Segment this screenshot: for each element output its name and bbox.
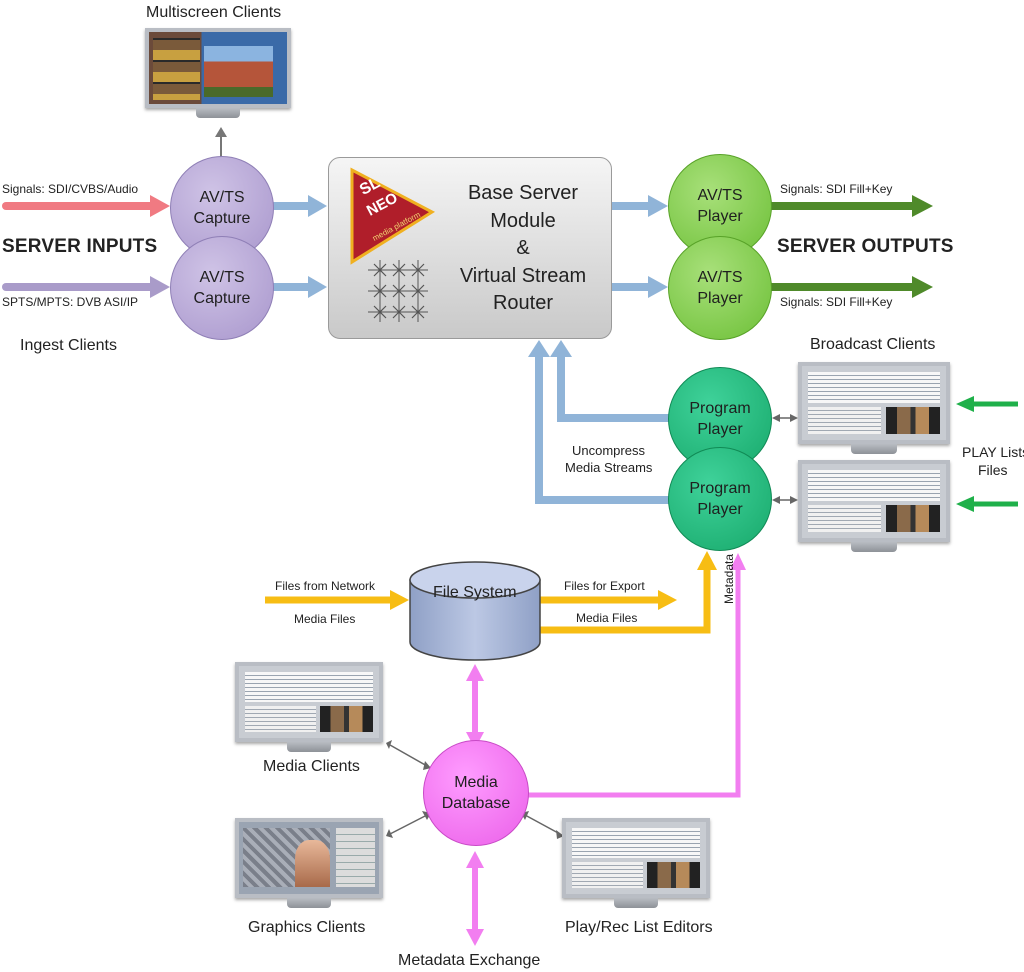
av-ts-capture-node-2: AV/TS Capture: [170, 236, 274, 340]
arrow-capture1-to-server: [273, 195, 327, 217]
broadcast-clients-label: Broadcast Clients: [810, 336, 936, 353]
multiscreen-clients-label: Multiscreen Clients: [146, 4, 282, 21]
server-title-line: Base Server: [467, 182, 579, 204]
server-title-line: &: [516, 237, 530, 259]
ingest-clients-label: Ingest Clients: [20, 337, 117, 354]
arrow-playlist-1: [956, 396, 1018, 412]
files-for-export-label: Files for Export: [564, 579, 645, 593]
arrow-metadata-to-program: [527, 553, 746, 798]
signals-out-1-label: Signals: SDI Fill+Key: [780, 182, 893, 196]
arrow-output-2: [771, 276, 933, 298]
arrow-server-to-player1: [612, 195, 668, 217]
sl-neo-logo: [350, 167, 436, 265]
arrow-capture-to-multiscreen: [215, 127, 227, 157]
play-rec-editors-label: Play/Rec List Editors: [565, 919, 713, 936]
arrow-output-1: [771, 195, 933, 217]
av-ts-player-node-2: AV/TS Player: [668, 236, 772, 340]
arrow-media-files-to-program: [540, 551, 717, 634]
arrow-filesystem-database: [466, 664, 484, 749]
play-rec-editors-monitor: [562, 818, 710, 908]
server-inputs-label: SERVER INPUTS: [2, 236, 158, 257]
node-label: Player: [697, 290, 743, 307]
arrow-metadata-exchange: [466, 851, 484, 946]
arrow-database-graphics-clients: [386, 811, 431, 838]
arrow-files-for-export: [540, 590, 677, 610]
router-grid-icon: [368, 260, 428, 322]
node-label: Database: [441, 795, 511, 812]
signals-in-2-label: SPTS/MPTS: DVB ASI/IP: [2, 295, 139, 309]
arrow-input-sdi: [2, 195, 170, 217]
metadata-label: Metadata: [722, 553, 736, 604]
files-label: Files: [978, 462, 1008, 478]
server-title-line: Virtual Stream: [459, 264, 587, 287]
arrow-capture2-to-server: [273, 276, 327, 298]
graphics-clients-label: Graphics Clients: [248, 919, 366, 936]
node-label: Player: [697, 501, 743, 518]
node-label: AV/TS: [697, 187, 743, 204]
signals-out-2-label: Signals: SDI Fill+Key: [780, 295, 893, 309]
node-label: Player: [697, 421, 743, 438]
arrow-program1-to-server: [550, 340, 670, 422]
media-clients-monitor: [235, 662, 383, 752]
media-streams-label: Media Streams: [565, 460, 653, 475]
node-label: Capture: [193, 290, 251, 307]
arrow-server-to-player2: [612, 276, 668, 298]
node-label: AV/TS: [199, 189, 245, 206]
arrow-database-media-clients: [386, 740, 431, 770]
media-clients-label: Media Clients: [263, 758, 360, 775]
signals-in-1-label: Signals: SDI/CVBS/Audio: [2, 182, 139, 196]
file-system-label: File System: [433, 584, 517, 601]
node-label: Program: [689, 480, 751, 497]
files-from-network-label: Files from Network: [275, 579, 376, 593]
node-label: Program: [689, 400, 751, 417]
arrow-program2-broadcast2: [772, 496, 798, 504]
play-lists-label: PLAY Lists: [962, 444, 1024, 460]
node-label: Player: [697, 208, 743, 225]
metadata-exchange-label: Metadata Exchange: [398, 952, 541, 969]
arrow-database-playrec-editors: [521, 811, 564, 839]
media-files-out-label: Media Files: [576, 611, 638, 625]
server-title: Base Server Module & Virtual Stream Rout…: [448, 180, 598, 318]
arrow-program2-to-server: [528, 340, 670, 504]
uncompress-label: Uncompress: [572, 443, 645, 458]
server-title-line: Router: [492, 292, 554, 314]
media-files-in-label: Media Files: [294, 612, 356, 626]
node-label: Capture: [193, 210, 251, 227]
arrow-playlist-2: [956, 496, 1018, 512]
multiscreen-monitor: [145, 28, 291, 118]
arrow-input-ts: [2, 276, 170, 298]
arrow-files-from-network: [265, 590, 409, 610]
node-label: AV/TS: [199, 269, 245, 286]
broadcast-monitor-2: [798, 460, 950, 552]
file-system-cylinder: [409, 561, 541, 661]
arrow-program1-broadcast1: [772, 414, 798, 422]
node-label: AV/TS: [697, 269, 743, 286]
node-label: Media: [454, 774, 498, 791]
graphics-clients-monitor: [235, 818, 383, 908]
server-outputs-label: SERVER OUTPUTS: [777, 236, 954, 257]
broadcast-monitor-1: [798, 362, 950, 454]
server-title-line: Module: [490, 209, 556, 232]
